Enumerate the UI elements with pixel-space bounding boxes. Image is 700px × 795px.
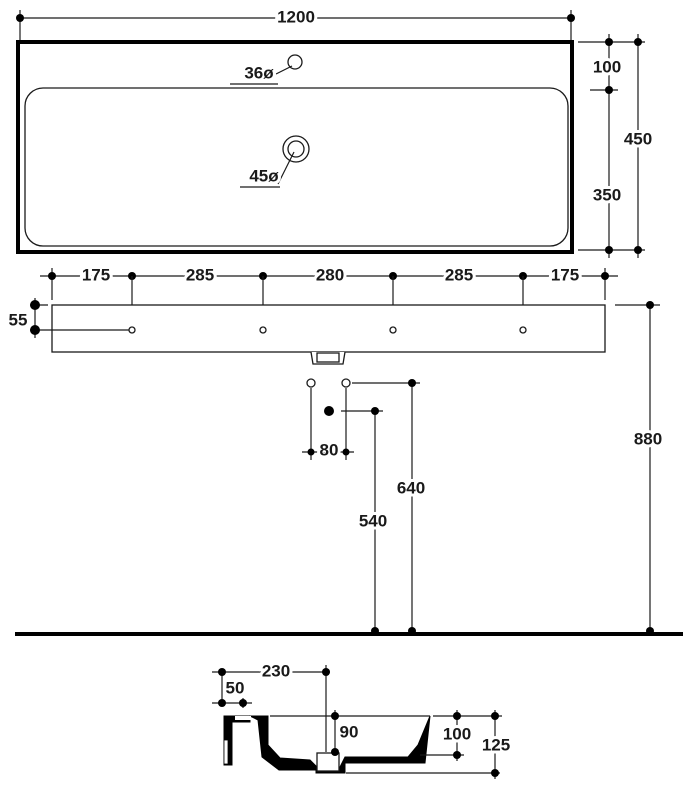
basin-section (223, 715, 431, 774)
tap-hole (287, 54, 303, 70)
dim-supply-height: 640 (397, 478, 425, 497)
dim-spacing-3: 280 (316, 265, 344, 284)
dim-overall-width: 1200 (277, 7, 315, 26)
dim-spacing-5: 175 (551, 265, 579, 284)
tap-hole-label: 36ø (244, 63, 274, 82)
dim-spacing-2: 285 (186, 265, 214, 284)
dim-side-depth: 230 (262, 661, 290, 680)
dim-back-offset: 50 (226, 678, 245, 697)
dim-basin-depth: 90 (340, 722, 359, 741)
dim-bracket-height: 55 (9, 310, 28, 329)
dim-depth-basin: 350 (593, 185, 621, 204)
dim-supply-spacing: 80 (320, 440, 339, 459)
waste-point (324, 406, 334, 416)
dim-spacing-1: 175 (82, 265, 110, 284)
dim-total-height: 125 (482, 735, 510, 754)
drain-label: 45ø (249, 166, 279, 185)
top-view: 36ø 45ø 1200 100 350 450 (16, 4, 655, 258)
dim-depth-total: 450 (624, 129, 652, 148)
side-view: 230 50 90 100 125 (212, 658, 513, 779)
dim-depth-front: 100 (593, 57, 621, 76)
basin-front (51, 304, 606, 353)
dim-waste-height: 540 (359, 511, 387, 530)
dim-front-height: 100 (443, 724, 471, 743)
basin-bowl (24, 87, 569, 247)
drain-inner (287, 140, 305, 158)
front-view: 175 285 280 285 175 55 80 640 540 (6, 262, 683, 636)
dim-rim-height: 880 (634, 429, 662, 448)
dim-spacing-4: 285 (445, 265, 473, 284)
